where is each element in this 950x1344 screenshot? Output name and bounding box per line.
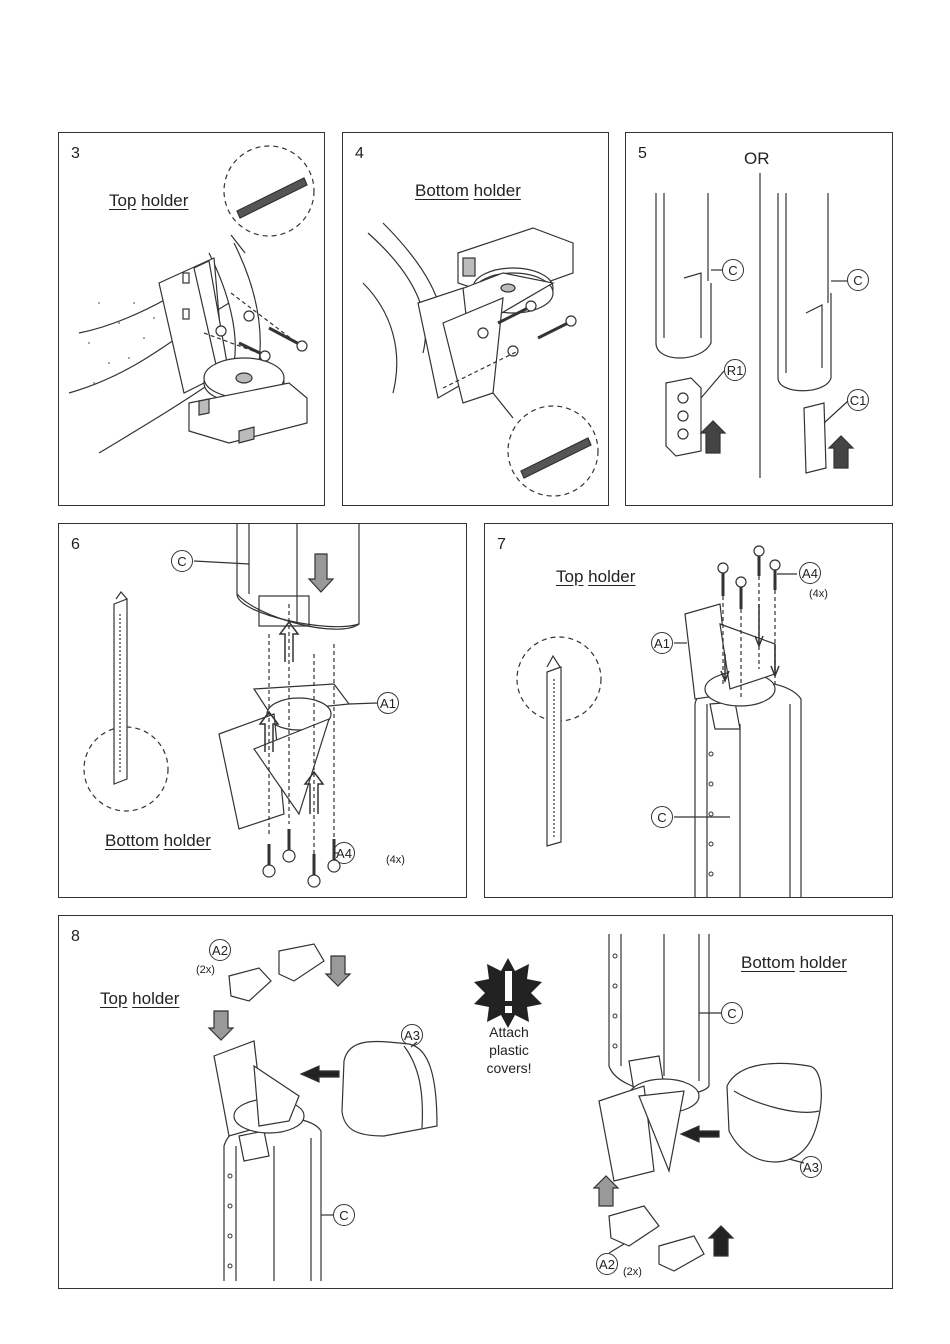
step-5-panel: 5 OR C R1 C C1: [625, 132, 893, 506]
bottom-holder-assembly-illustration: [59, 524, 467, 898]
step-7-panel: 7 Top holder A4 (4x) A1 C: [484, 523, 893, 898]
top-holder-wall-mount-illustration: [59, 133, 325, 506]
plastic-covers-illustration: [59, 916, 893, 1289]
step-4-panel: 4 Bottom holder: [342, 132, 609, 506]
bottom-holder-wall-mount-illustration: [343, 133, 609, 506]
end-cap-options-illustration: [626, 133, 893, 506]
warning-burst-icon: [474, 958, 542, 1028]
step-3-panel: 3 Top holder: [58, 132, 325, 506]
step-6-panel: 6 C A1 A4 (4x) Bottom holder: [58, 523, 467, 898]
top-holder-assembly-illustration: [485, 524, 893, 898]
step-8-panel: 8 Top holder Bottom holder A2 (2x) A3 C …: [58, 915, 893, 1289]
